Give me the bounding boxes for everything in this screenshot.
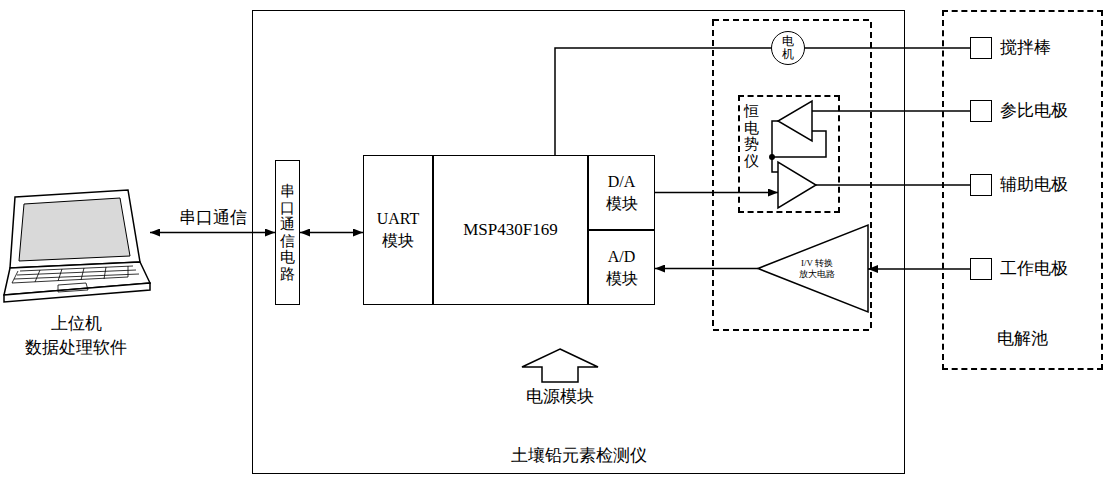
block-box: MSP430F169 bbox=[433, 155, 588, 305]
control-opamp bbox=[778, 162, 816, 208]
electrode-terminal bbox=[970, 258, 992, 280]
node-label: 工作电极 bbox=[1000, 258, 1068, 280]
block-box: 上位机数据处理软件 bbox=[2, 188, 150, 366]
node-label: 搅拌棒 bbox=[1000, 37, 1051, 59]
amplifier-triangle: I/V 转换 放大电路 bbox=[758, 225, 868, 312]
laptop-lid bbox=[10, 190, 140, 268]
node-label: A/D 模块 bbox=[602, 246, 642, 289]
connector bbox=[150, 232, 275, 234]
junction-dot bbox=[770, 155, 774, 159]
connector bbox=[805, 47, 970, 49]
connector bbox=[655, 192, 778, 194]
electrode-terminal bbox=[970, 100, 992, 122]
motor-circle: 电机 bbox=[771, 31, 805, 65]
laptop-front bbox=[4, 283, 150, 302]
node-label: UART 模块 bbox=[374, 208, 422, 251]
block-box: 串口通信电路 bbox=[275, 160, 300, 305]
node-label: 辅助电极 bbox=[1000, 174, 1068, 196]
node-label: D/A 模块 bbox=[602, 171, 642, 214]
power-arrow bbox=[522, 349, 598, 382]
connector bbox=[868, 268, 970, 270]
laptop-touchpad bbox=[58, 283, 88, 292]
node-label: I/V 转换 放大电路 bbox=[796, 258, 838, 280]
connector bbox=[300, 232, 363, 234]
node-label: 参比电极 bbox=[1000, 100, 1068, 122]
electrode-node: 工作电极 bbox=[970, 258, 1095, 280]
frontend-frame bbox=[713, 20, 871, 330]
node-label: 电解池 bbox=[944, 327, 1101, 350]
opamp-wire bbox=[772, 121, 826, 172]
node-label: MSP430F169 bbox=[463, 219, 557, 242]
block-box: 电解池 搅拌棒参比电极辅助电极工作电极 bbox=[942, 10, 1103, 370]
node-label: 上位机 bbox=[51, 312, 102, 336]
block-box: D/A 模块 bbox=[588, 155, 655, 230]
block-box: UART 模块 bbox=[363, 155, 433, 305]
connector bbox=[655, 268, 758, 270]
block-box: A/D 模块 bbox=[588, 230, 655, 305]
power-label: 电源模块 bbox=[515, 385, 605, 408]
laptop-keys bbox=[12, 266, 139, 283]
node-label: 串口通信电路 bbox=[280, 183, 295, 282]
buffer-opamp bbox=[778, 101, 812, 141]
node-label: 恒电势仪 bbox=[744, 103, 759, 169]
electrode-terminal bbox=[970, 37, 992, 59]
laptop-screen bbox=[19, 198, 130, 261]
node-label: 数据处理软件 bbox=[25, 336, 127, 360]
node-label: 电机 bbox=[782, 35, 794, 61]
electrode-node: 辅助电极 bbox=[970, 174, 1095, 196]
connector bbox=[812, 110, 970, 112]
triangle-outline bbox=[758, 225, 868, 312]
edge-label: 串口通信 bbox=[179, 206, 247, 229]
electrode-node: 搅拌棒 bbox=[970, 37, 1095, 59]
electrode-terminal bbox=[970, 174, 992, 196]
electrode-node: 参比电极 bbox=[970, 100, 1095, 122]
node-label: 土壤铅元素检测仪 bbox=[253, 444, 904, 467]
block-box: 恒电势仪 bbox=[738, 95, 840, 213]
